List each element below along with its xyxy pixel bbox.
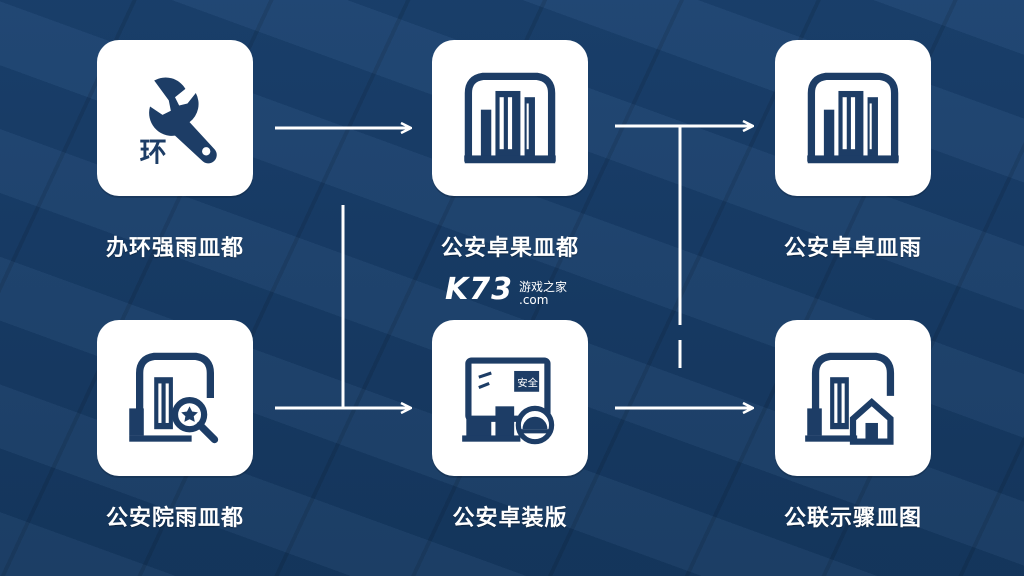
watermark-logo: K73 bbox=[445, 272, 513, 307]
node-n3-label: 公安卓卓皿雨 bbox=[783, 236, 922, 261]
wrench-icon: 环 bbox=[140, 77, 217, 169]
watermark-text: 游戏之家 bbox=[519, 279, 568, 294]
building-house-icon bbox=[805, 352, 895, 445]
monitor-helmet-icon: 安全 bbox=[462, 357, 555, 445]
node-n6-label: 公联示骤皿图 bbox=[783, 506, 922, 531]
watermark-side: 游戏之家 .com bbox=[519, 279, 568, 307]
node-n3 bbox=[775, 40, 931, 196]
node-n4 bbox=[97, 320, 253, 476]
watermark: K73 游戏之家 .com bbox=[445, 272, 567, 307]
node-n5: 安全 bbox=[432, 320, 588, 476]
node-n2-label: 公安卓果皿都 bbox=[440, 236, 579, 261]
node-n2 bbox=[432, 40, 588, 196]
node-n4-label: 公安院雨皿都 bbox=[105, 506, 244, 531]
building-icon bbox=[807, 72, 899, 164]
node-n6 bbox=[775, 320, 931, 476]
building-icon bbox=[464, 72, 556, 164]
node-n5-label: 公安卓装版 bbox=[452, 506, 568, 531]
building-search-icon bbox=[129, 352, 219, 444]
watermark-domain: .com bbox=[519, 292, 549, 307]
node-n1: 环 bbox=[97, 40, 253, 196]
node-n1-label: 办环强雨皿都 bbox=[105, 236, 244, 261]
node-n5-icon-text: 安全 bbox=[517, 377, 538, 390]
node-n1-icon-text: 环 bbox=[140, 138, 167, 169]
